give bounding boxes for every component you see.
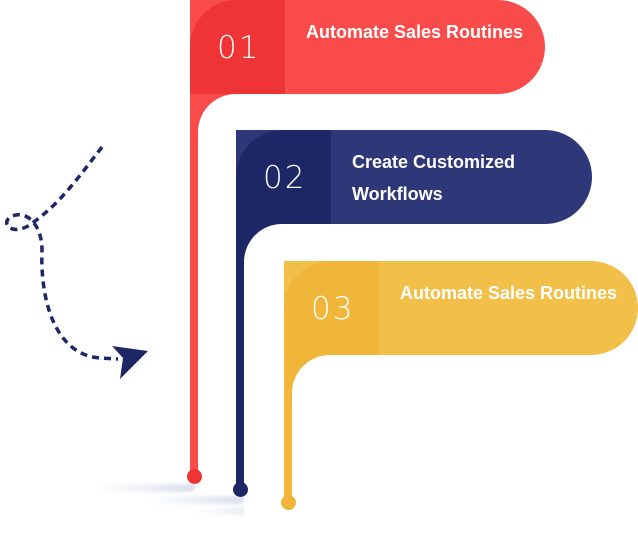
step-3-banner: 03 Automate Sales Routines xyxy=(284,261,638,355)
step-1-number: 01 xyxy=(217,30,261,66)
step-1-label: Automate Sales Routines xyxy=(306,22,524,42)
step-3-number-cell xyxy=(284,261,379,355)
step-1-dot xyxy=(187,469,202,484)
step-2-banner: 02 Create Customized Workflows xyxy=(236,130,592,224)
step-2-label: Create Customized Workflows xyxy=(352,152,516,204)
step-2-number-cell xyxy=(236,130,331,224)
step-1-number-cell xyxy=(190,0,285,94)
step-2-number: 02 xyxy=(263,160,307,196)
dashed-curved-arrow-icon xyxy=(5,145,148,379)
step-3-number: 03 xyxy=(311,291,355,327)
step-2-dot xyxy=(233,482,248,497)
ground-shadow xyxy=(93,484,197,492)
step-3-label: Automate Sales Routines xyxy=(400,283,618,303)
step-1-banner: 01 Automate Sales Routines xyxy=(190,0,545,94)
stem-cutout xyxy=(292,355,412,555)
step-3-dot xyxy=(281,495,296,510)
ground-shadow xyxy=(143,496,247,504)
